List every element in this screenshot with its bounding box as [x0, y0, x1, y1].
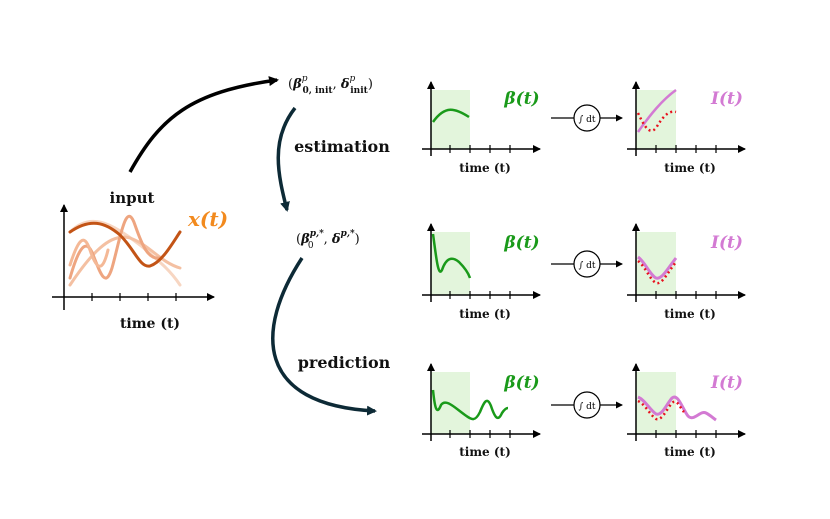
time-label: time (t): [459, 161, 511, 175]
input-to-init-arrow: [128, 76, 279, 173]
prediction-label: prediction: [298, 353, 391, 372]
estimation-label: estimation: [294, 137, 390, 156]
x-signal-label: x(t): [187, 207, 228, 231]
beta-label: β(t): [503, 373, 539, 393]
time-label: time (t): [664, 161, 716, 175]
integral-operator: [573, 391, 601, 419]
input-curve-5: [68, 238, 110, 268]
integral-operator: [573, 104, 601, 132]
observed-curve: [637, 399, 685, 421]
integral-operator: [573, 250, 601, 278]
beta-label: β(t): [503, 89, 539, 109]
input-plot: input x(t) time (t): [52, 189, 228, 332]
input-ticks: [91, 293, 177, 301]
beta-plot-2: β(t) time (t): [422, 223, 541, 321]
integral-symbol: ∫ dt: [579, 402, 596, 412]
input-curve-4: [68, 219, 182, 287]
observed-window-shade: [431, 90, 470, 149]
estimation-arrow: [276, 106, 297, 212]
input-label: input: [110, 189, 155, 207]
input-curve-1: [68, 221, 182, 268]
observed-window-shade: [636, 90, 676, 149]
infected-plot-1: I(t) time (t): [627, 81, 746, 175]
time-label: time (t): [664, 307, 716, 321]
infected-curve: [637, 255, 678, 280]
row-estimation-init: β(t) time (t) ∫ dt I(t) time (t): [422, 81, 746, 175]
infected-label: I(t): [710, 233, 743, 253]
infected-label: I(t): [710, 373, 743, 393]
infected-plot-2: I(t) time (t): [627, 223, 746, 321]
beta-curve: [431, 108, 470, 123]
beta-curve: [431, 389, 509, 421]
integral-symbol: ∫ dt: [579, 115, 596, 125]
row-estimation-final: β(t) time (t) ∫ dt I(t) time (t): [422, 223, 746, 321]
beta-curve: [431, 233, 472, 279]
observed-window-shade: [636, 232, 676, 295]
time-label: time (t): [664, 445, 716, 459]
time-label: time (t): [459, 307, 511, 321]
input-curve-3: [68, 235, 182, 287]
row-prediction: β(t) time (t) ∫ dt I(t) time (t): [422, 363, 746, 459]
beta-label: β(t): [503, 233, 539, 253]
final-params: (βp,*0, δp,*): [296, 229, 360, 251]
infected-curve: [637, 395, 717, 422]
input-time-label: time (t): [120, 316, 180, 332]
infected-plot-3: I(t) time (t): [627, 363, 746, 459]
integral-symbol: ∫ dt: [579, 261, 596, 271]
input-curves: [68, 215, 182, 287]
beta-plot-3: β(t) time (t): [422, 363, 541, 459]
prediction-arrow: [271, 257, 377, 416]
infected-label: I(t): [710, 89, 743, 109]
time-label: time (t): [459, 445, 511, 459]
beta-plot-1: β(t) time (t): [422, 81, 541, 175]
infected-curve: [636, 88, 677, 133]
